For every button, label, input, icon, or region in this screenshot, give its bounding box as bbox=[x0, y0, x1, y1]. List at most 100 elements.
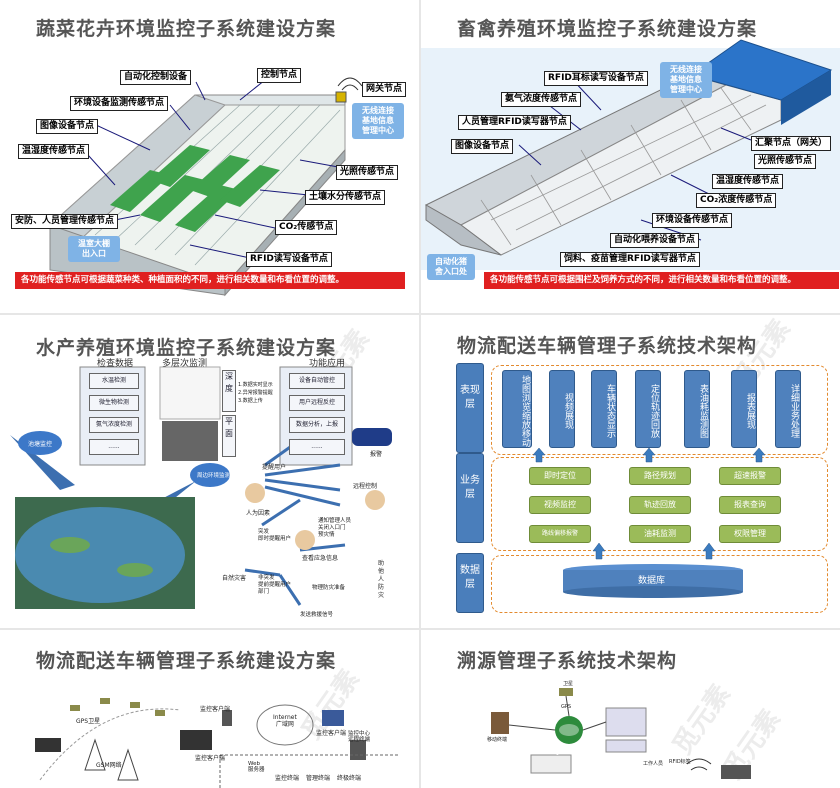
label-wireless-center: 无线连接 基地信息 管理中心 bbox=[352, 103, 404, 139]
biz-item: 油耗监测 bbox=[629, 525, 691, 543]
net-text: Internet 广域网 bbox=[273, 714, 297, 728]
depth-label: 深度 bbox=[222, 370, 236, 412]
label-gateway-node: 网关节点 bbox=[362, 82, 407, 97]
biz-item: 视频监控 bbox=[529, 496, 591, 514]
view-item: 定位轨迹回放 bbox=[635, 370, 661, 448]
slide-logistics-architecture[interactable]: 物流配送车辆管理子系统技术架构 觅元素 表现层 业务层 数据层 地图浏览缩放移动… bbox=[421, 315, 840, 628]
biz-item: 报表查询 bbox=[719, 496, 781, 514]
label-greenhouse-entrance: 温室大棚 出入口 bbox=[68, 236, 120, 262]
flow-text: 报警 bbox=[370, 451, 383, 458]
presentation-group bbox=[491, 365, 828, 455]
label-pigsty-entrance: 自动化猪 舍入口处 bbox=[427, 254, 475, 280]
view-item: 表油耗监测图 bbox=[684, 370, 710, 448]
label-auto-feeding: 自动化喂养设备节点 bbox=[610, 233, 700, 248]
biz-item: 权限管理 bbox=[719, 525, 781, 543]
check-item: 水温检测 bbox=[89, 373, 139, 389]
flow-text: 通知管理人员 关闭入口门 预灾情 bbox=[318, 518, 352, 538]
net-text: 监控客户端 bbox=[195, 755, 226, 762]
label-temp-humidity-node: 温湿度传感节点 bbox=[18, 144, 90, 159]
view-item: 车辆状态显示 bbox=[591, 370, 617, 448]
label-light-node: 光照传感节点 bbox=[754, 154, 817, 169]
flow-text: 助 他 人 防 灾 bbox=[378, 560, 385, 599]
biz-item: 路线偏移报警 bbox=[529, 525, 591, 543]
view-item: 视频展现 bbox=[549, 370, 575, 448]
net-text: GPS卫星 bbox=[76, 718, 101, 725]
flow-text: 自然灾害 bbox=[222, 575, 247, 582]
label-image-node: 图像设备节点 bbox=[36, 119, 99, 134]
net-text: 监控客户端 bbox=[316, 730, 347, 737]
app-item: 设备自动管控 bbox=[289, 373, 345, 389]
trace-text: 工作人员 bbox=[643, 761, 664, 767]
slide-logistics-plan[interactable]: 物流配送车辆管理子系统建设方案 觅元素 GPS卫星 GSM网络 监控客户端 In… bbox=[0, 630, 419, 788]
label-light-node: 光照传感节点 bbox=[336, 165, 399, 180]
data-group bbox=[491, 555, 828, 613]
label-control-node: 控制节点 bbox=[257, 68, 302, 83]
net-text: GSM网络 bbox=[96, 762, 122, 769]
layer-business: 业务层 bbox=[456, 453, 484, 543]
bubble-pond: 池塘监控 bbox=[28, 441, 53, 448]
slide-vegetable-monitoring[interactable]: 蔬菜花卉环境监控子系统建设方案 bbox=[0, 0, 419, 313]
trace-text: RFID标签 bbox=[669, 759, 691, 765]
note-bar: 各功能传感节点可根据围栏及饲养方式的不同，进行相关数量和布看位置的调整。 bbox=[484, 272, 839, 289]
net-text: 监控中心 远程终端 bbox=[348, 731, 371, 743]
layer-data: 数据层 bbox=[456, 553, 484, 613]
aquaculture-diagram bbox=[10, 366, 392, 609]
label-env-device: 环境设备传感节点 bbox=[652, 213, 733, 228]
trace-text: 绿叶蔬菜 green food bbox=[556, 745, 584, 756]
label-wireless-center: 无线连接 基地信息 管理中心 bbox=[660, 62, 712, 98]
check-item: ...... bbox=[89, 439, 139, 455]
label-co2-node: CO₂浓度传感节点 bbox=[696, 193, 777, 208]
note-bar: 各功能传感节点可根据蔬菜种类、种植面积的不同，进行相关数量和布看位置的调整。 bbox=[15, 272, 405, 289]
net-text: 终极终端 bbox=[337, 775, 362, 782]
biz-item: 即时定位 bbox=[529, 467, 591, 485]
biz-item: 路径规划 bbox=[629, 467, 691, 485]
view-item: 报表展现 bbox=[731, 370, 757, 448]
label-rfid-node: RFID读写设备节点 bbox=[246, 252, 332, 267]
slide-traceability-architecture[interactable]: 溯源管理子系统技术架构 觅元素 觅元素 卫星 GPS 移动终端 绿叶蔬菜 gre… bbox=[421, 630, 840, 788]
label-temp-humidity: 温湿度传感节点 bbox=[712, 174, 784, 189]
flow-text: 查看应急信息 bbox=[302, 555, 339, 562]
net-text: 监控终端 bbox=[275, 775, 300, 782]
depth-notes: 1.数据实时显示 2.异常报警提醒 3.数据上传 bbox=[238, 382, 273, 404]
label-ammonia-node: 氨气浓度传感节点 bbox=[501, 92, 582, 107]
trace-text: 移动终端 bbox=[487, 737, 508, 743]
trace-text: GPS bbox=[561, 704, 572, 710]
slide-title: 水产养殖环境监控子系统建设方案 bbox=[36, 337, 337, 359]
slide-livestock-monitoring[interactable]: 畜禽养殖环境监控子系统建设方案 RFID耳标读写设备节点 氨气浓度传感节点 人员… bbox=[421, 0, 840, 313]
bubble-environment: 周边环境监测 bbox=[197, 473, 231, 479]
label-gateway: 汇聚节点（网关） bbox=[751, 136, 832, 151]
slide-title: 溯源管理子系统技术架构 bbox=[457, 650, 678, 672]
flow-text: 非突发 提前提醒用户 部门 bbox=[258, 575, 292, 595]
trace-diagram bbox=[491, 688, 751, 779]
trace-text: 卫星 bbox=[563, 681, 574, 687]
view-item: 详细业务处理 bbox=[775, 370, 801, 448]
label-staff-rfid: 人员管理RFID读写器节点 bbox=[458, 115, 571, 130]
label-image-node: 图像设备节点 bbox=[451, 139, 514, 154]
net-text: Web 服务器 bbox=[248, 761, 265, 773]
label-soil-moisture-node: 土壤水分传感节点 bbox=[305, 190, 386, 205]
app-item: ...... bbox=[289, 439, 345, 455]
plane-label: 平面 bbox=[222, 415, 236, 457]
col-check-data: 检查数据 bbox=[97, 359, 134, 369]
label-automation-device: 自动化控制设备 bbox=[120, 70, 192, 85]
biz-item: 轨迹回放 bbox=[629, 496, 691, 514]
check-item: 氨气浓度检测 bbox=[89, 417, 139, 433]
arrows bbox=[532, 447, 766, 598]
flow-text: 人为因素 bbox=[246, 510, 271, 517]
business-group bbox=[491, 457, 828, 551]
flow-text: 物理防灾准备 bbox=[312, 585, 346, 591]
col-functions: 功能应用 bbox=[309, 359, 346, 369]
app-item: 数据分析，上报 bbox=[289, 417, 345, 433]
col-multilevel: 多层次监测 bbox=[162, 359, 208, 369]
flow-text: 突发 即时提醒用户 bbox=[258, 529, 292, 542]
flow-text: 提醒用户 bbox=[262, 464, 287, 471]
slide-title: 蔬菜花卉环境监控子系统建设方案 bbox=[36, 18, 337, 40]
flow-text: 远程控制 bbox=[353, 483, 378, 490]
view-item: 地图浏览缩放移动 bbox=[502, 370, 532, 448]
slide-aquaculture-monitoring[interactable]: 水产养殖环境监控子系统建设方案 觅元素 检查数据 多层次监测 功能应用 bbox=[0, 315, 419, 628]
slide-title: 畜禽养殖环境监控子系统建设方案 bbox=[457, 18, 758, 40]
check-item: 微生物检测 bbox=[89, 395, 139, 411]
label-co2-node: CO₂传感节点 bbox=[275, 220, 338, 235]
label-rfid-eartag: RFID耳标读写设备节点 bbox=[544, 71, 648, 86]
